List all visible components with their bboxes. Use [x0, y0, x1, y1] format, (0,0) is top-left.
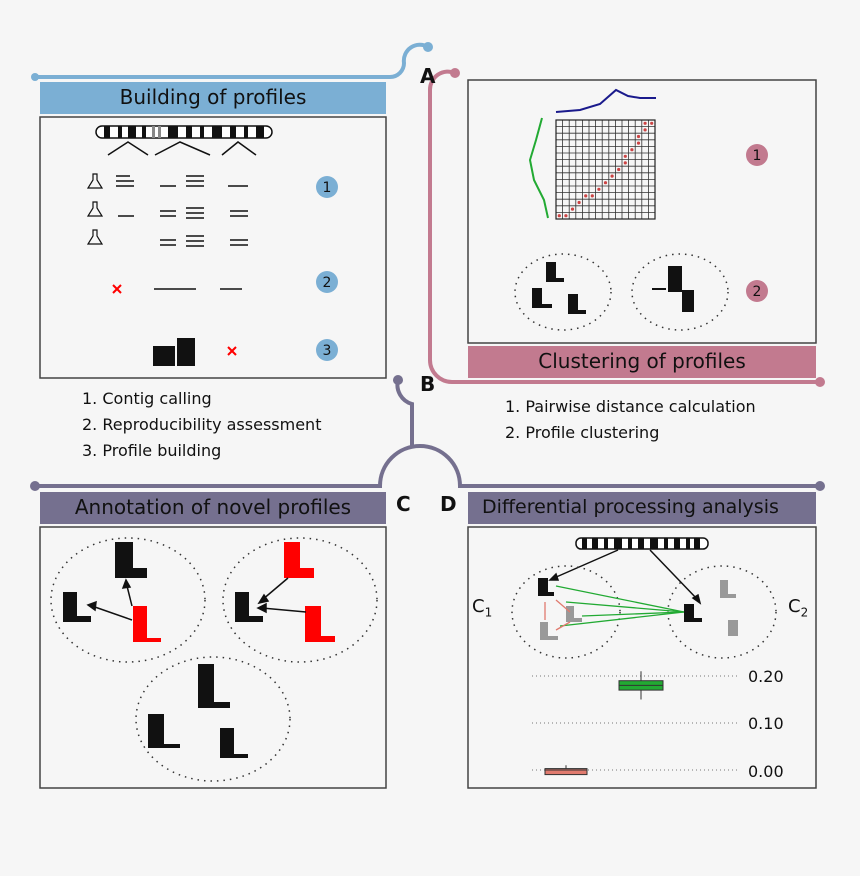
panel-letter-b: B: [420, 372, 436, 396]
zoom-lines: [107, 141, 257, 156]
connector-lines: [30, 42, 825, 491]
panel-b-title-bar: [468, 346, 816, 378]
profiles-c-black: [63, 542, 263, 758]
distance-matrix-grid: [555, 119, 656, 220]
panel-a-title-bar: [40, 82, 386, 114]
top-profile-curve: [555, 88, 656, 113]
alignment-dot: [636, 134, 641, 139]
ytick-label-0-00: 0.00: [748, 762, 784, 781]
profile-a: [153, 338, 195, 366]
alignment-dot: [643, 121, 647, 125]
cluster-label-c1-sub: 1: [484, 605, 493, 620]
panel-b-steps: 1. Pairwise distance calculation 2. Prof…: [505, 394, 756, 446]
chromosome-a: [95, 125, 273, 139]
panel-a-box: [39, 116, 387, 379]
panel-letter-a: A: [420, 64, 436, 88]
alignment-dot: [610, 174, 614, 178]
alignment-dot: [603, 181, 608, 185]
profiles-b: [532, 262, 694, 314]
alignment-dot: [643, 128, 647, 132]
panel-b-box: [467, 79, 817, 344]
alignment-dot: [597, 187, 601, 191]
panel-d-title-bar: [468, 492, 816, 524]
badges-b: [746, 144, 768, 302]
cluster-label-c2-sub: 2: [800, 605, 809, 620]
cluster-label-c1: C1: [472, 596, 492, 620]
badges-a: [316, 176, 338, 361]
cluster-ellipses-c: [50, 537, 378, 782]
profiles-d-gray: [540, 580, 738, 640]
boxplot-chart: [532, 671, 740, 776]
arrows-c: [86, 577, 307, 621]
alignment-dot: [623, 154, 627, 158]
panel-c-title: Annotation of novel profiles: [74, 495, 352, 519]
step-a-3: 3. Profile building: [82, 441, 222, 460]
step-a-1: 1. Contig calling: [82, 389, 212, 408]
alignment-dot: [623, 161, 627, 165]
chromosome-arrows-d: [548, 549, 702, 605]
alignment-dot: [564, 214, 568, 218]
panel-c-title-bar: [40, 492, 386, 524]
x-marks-a: [112, 284, 237, 356]
flask-icons: [86, 173, 104, 245]
step-b-1: 1. Pairwise distance calculation: [505, 397, 756, 416]
grid-border: [555, 119, 656, 220]
ytick-label-0-10: 0.10: [748, 714, 784, 733]
profiles-d-black: [538, 578, 702, 622]
panel-d-title: Differential processing analysis: [482, 496, 779, 518]
side-profile-curve: [528, 117, 549, 219]
panel-a-steps: 1. Contig calling 2. Reproducibility ass…: [82, 386, 321, 464]
panel-b-title: Clustering of profiles: [538, 349, 746, 373]
alignment-dot: [577, 200, 581, 205]
cluster-label-c2: C2: [788, 596, 808, 620]
alignment-dot: [630, 148, 634, 152]
ytick-label-0-20: 0.20: [748, 667, 784, 686]
reads: [116, 175, 248, 290]
profiles-c-red: [133, 542, 335, 642]
badge-b-2: 2: [753, 284, 762, 300]
alignment-dot: [570, 207, 575, 211]
panel-letter-d: D: [440, 492, 457, 516]
panel-c-box: [39, 526, 387, 789]
step-b-2: 2. Profile clustering: [505, 423, 660, 442]
arrows-d-red: [544, 599, 571, 631]
arrows-d-green: [555, 585, 685, 627]
step-a-2: 2. Reproducibility assessment: [82, 415, 322, 434]
chromosome-d: [575, 537, 709, 550]
badge-b-1: 1: [753, 148, 762, 164]
panel-letter-c: C: [396, 492, 411, 516]
alignment-dot: [557, 214, 561, 218]
alignment-dot: [636, 141, 641, 145]
badge-a-1: 1: [323, 180, 332, 196]
box: [544, 768, 588, 776]
alignment-dot: [590, 194, 594, 198]
alignment-dot: [584, 194, 588, 198]
cluster-ellipses-b: [514, 253, 729, 331]
alignment-dot: [617, 167, 621, 172]
badge-a-3: 3: [323, 343, 332, 359]
cluster-label-c2-letter: C: [788, 596, 801, 617]
badge-a-2: 2: [323, 275, 332, 291]
alignment-dot: [650, 121, 654, 125]
cluster-label-c1-letter: C: [472, 596, 485, 617]
panel-a-title: Building of profiles: [119, 85, 307, 109]
panel-d-box: [467, 526, 817, 789]
